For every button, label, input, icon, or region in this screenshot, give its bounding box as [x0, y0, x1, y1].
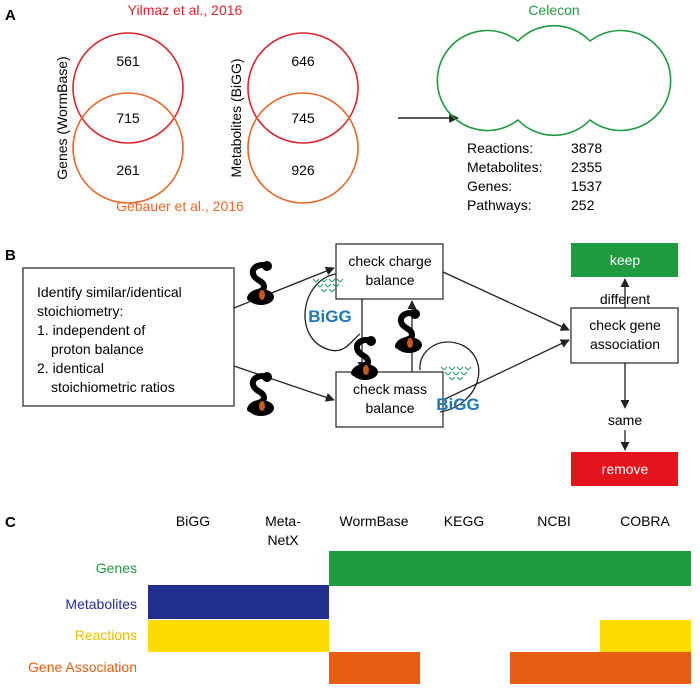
- identify-text: Identify similar/identical stoichiometry…: [37, 284, 182, 395]
- bigg-label: BiGG: [308, 307, 351, 326]
- identify-box: [22, 267, 235, 407]
- metabolites-overlap-count: 745: [291, 110, 315, 126]
- row-label-genes: Genes: [96, 560, 137, 576]
- stat-value: 1537: [571, 178, 602, 194]
- arrow-identify-to-mass: [233, 365, 335, 402]
- identify-line: stoichiometry:: [37, 303, 123, 319]
- metabolites-bottom-circle: [247, 92, 359, 204]
- gene-line: check gene: [589, 317, 661, 333]
- row-labels: Genes Metabolites Reactions Gene Associa…: [28, 560, 137, 675]
- mass-line: check mass: [353, 381, 427, 397]
- grid-cell-genes-wormbase: [329, 551, 420, 586]
- source-grid: [148, 551, 691, 684]
- bigg-right: BiGG: [436, 366, 480, 414]
- source-columns: BiGG Meta- NetX WormBase KEGG NCBI COBRA: [176, 513, 671, 548]
- bigg-loop-right: [419, 341, 480, 413]
- stat-label: Metabolites:: [467, 159, 542, 175]
- grid-cell-metabolites-bigg: [148, 585, 239, 619]
- celecon-shape: [436, 24, 672, 137]
- celecon-title: Celecon: [528, 2, 579, 18]
- metabolites-top-count: 646: [291, 53, 315, 69]
- charge-line: check charge: [348, 253, 431, 269]
- metabolites-top-circle: [247, 32, 359, 144]
- panel-a-letter: A: [5, 7, 16, 24]
- identify-line: 1. independent of: [37, 322, 145, 338]
- column-header: KEGG: [444, 513, 484, 529]
- genes-bottom-count: 261: [116, 162, 140, 178]
- genes-overlap-count: 715: [116, 110, 140, 126]
- grid-cell-reactions-metanetx: [238, 620, 329, 652]
- genes-bottom-circle: [72, 92, 184, 204]
- column-header: NCBI: [537, 513, 570, 529]
- stat-value: 3878: [571, 140, 602, 156]
- remove-box: [571, 452, 678, 486]
- python-icon: [248, 372, 274, 416]
- charge-line: balance: [365, 272, 414, 288]
- column-header: Meta-: [265, 513, 301, 529]
- python-icon: [352, 336, 378, 380]
- grid-cell-gene-association-cobra: [600, 652, 691, 684]
- column-header: WormBase: [340, 513, 409, 529]
- source-top-label: Yilmaz et al., 2016: [128, 2, 243, 18]
- stat-value: 252: [571, 197, 595, 213]
- celecon-stats: Reactions: 3878 Metabolites: 2355 Genes:…: [467, 140, 602, 213]
- metabolites-bottom-count: 926: [291, 162, 315, 178]
- bigg-icon: [440, 366, 472, 381]
- arrow-identify-to-charge: [233, 266, 335, 309]
- identify-line: proton balance: [51, 341, 144, 357]
- mass-line: balance: [365, 400, 414, 416]
- grid-cell-reactions-bigg: [148, 620, 239, 652]
- grid-cell-genes-ncbi: [510, 551, 601, 586]
- genes-venn-label: Genes (WormBase): [54, 56, 70, 179]
- panel-c-letter: C: [5, 514, 16, 531]
- stat-label: Genes:: [467, 178, 512, 194]
- keep-box: [571, 243, 678, 277]
- grid-cell-metabolites-metanetx: [238, 585, 329, 619]
- genes-top-count: 561: [116, 53, 140, 69]
- identify-line: Identify similar/identical: [37, 284, 182, 300]
- stat-value: 2355: [571, 159, 602, 175]
- stat-label: Pathways:: [467, 197, 532, 213]
- grid-cell-gene-association-ncbi: [510, 652, 601, 684]
- grid-cell-gene-association-wormbase: [329, 652, 420, 684]
- metabolites-venn-label: Metabolites (BiGG): [228, 58, 244, 177]
- column-header: BiGG: [176, 513, 210, 529]
- grid-cell-genes-kegg: [420, 551, 511, 586]
- python-icon: [248, 261, 274, 305]
- row-label-gene-association: Gene Association: [28, 659, 137, 675]
- bigg-label: BiGG: [436, 395, 479, 414]
- remove-label: remove: [602, 461, 649, 477]
- charge-balance-box: [335, 243, 444, 300]
- grid-cell-genes-cobra: [600, 551, 691, 586]
- identify-line: 2. identical: [37, 360, 104, 376]
- same-label: same: [608, 412, 642, 428]
- bigg-left: BiGG: [308, 278, 352, 326]
- gene-line: association: [590, 336, 660, 352]
- python-icon: [396, 309, 422, 353]
- metabolites-venn: 646 745 926 Metabolites (BiGG): [228, 32, 359, 204]
- arrow-charge-to-gene: [442, 271, 570, 331]
- arrow-mass-to-gene: [442, 339, 570, 401]
- genes-venn: 561 715 261 Genes (WormBase): [54, 32, 184, 204]
- identify-line: stoichiometric ratios: [51, 379, 175, 395]
- stat-label: Reactions:: [467, 140, 533, 156]
- mass-balance-box: [335, 371, 444, 428]
- grid-cell-reactions-cobra: [600, 620, 691, 652]
- row-label-reactions: Reactions: [75, 627, 137, 643]
- panel-b-letter: B: [5, 247, 16, 264]
- row-label-metabolites: Metabolites: [65, 596, 137, 612]
- bigg-loop-left: [304, 273, 361, 352]
- column-header: NetX: [267, 532, 299, 548]
- column-header: COBRA: [620, 513, 670, 529]
- keep-label: keep: [610, 252, 641, 268]
- genes-top-circle: [72, 32, 184, 144]
- source-bottom-label: Gebauer et al., 2016: [116, 198, 244, 214]
